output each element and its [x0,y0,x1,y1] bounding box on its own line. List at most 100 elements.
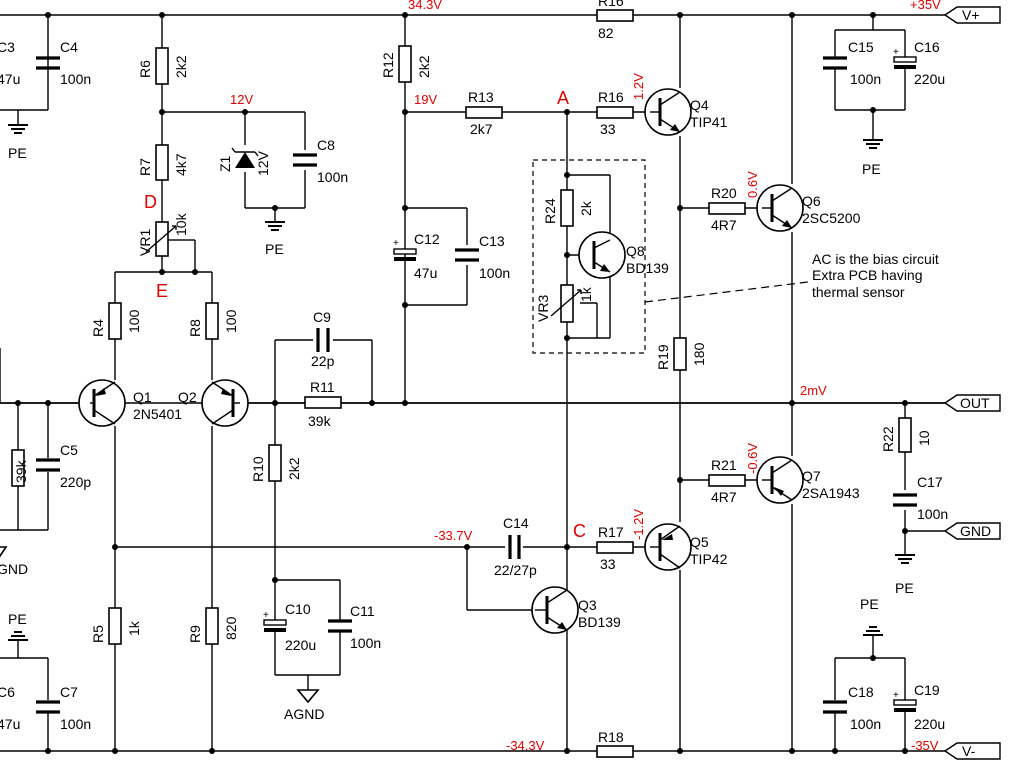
ground-pe-c18: PE [860,596,883,636]
q2-ref: Q2 [178,389,197,405]
c4-ref: C4 [60,39,78,55]
c5-value: 220p [60,474,91,490]
r16-ref: R16 [598,89,624,105]
resistor-r4: R4 100 [90,302,142,340]
z1-value: 12V [255,150,271,176]
r13-ref: R13 [468,89,494,105]
r5-value: 1k [126,620,142,636]
resistor-r20: R20 4R7 [708,185,746,233]
ground-pe-c15: PE [862,139,883,177]
q4-value: TIP41 [690,114,728,130]
c14-ref: C14 [503,515,529,531]
zener-z1: Z1 12V [217,147,271,176]
potentiometer-vr1: VR1 10k [137,212,189,257]
r4-ref: R4 [90,319,106,337]
c18-value: 100n [850,716,881,732]
pe-label-3: PE [862,161,881,177]
c15-ref: C15 [848,39,874,55]
voltage-neg-node: -33.7V [434,528,473,543]
resistor-r11: R11 39k [304,379,342,429]
port-gnd: GND [943,522,1001,540]
r24-value: 2k [578,200,594,216]
r7-ref: R7 [137,158,153,176]
c8-value: 100n [317,169,348,185]
node-a-label: A [557,88,569,108]
transistor-q6: Q6 2SC5200 [756,184,861,232]
voltage-plus35: +35V [910,0,941,12]
r16-top-value: 82 [598,25,614,41]
r22-value: 10 [916,430,932,446]
resistor-r22: R22 10 [880,417,932,453]
r9-ref: R9 [187,625,203,643]
c18-ref: C18 [848,684,874,700]
vminus-label: V- [962,743,976,759]
capacitor-c4: C4 100n [36,39,91,87]
q6-ref: Q6 [802,193,821,209]
ground-gnd-cut: GND [0,546,28,577]
voltage-minus35: -35V [911,738,939,753]
voltage-q5-base: -1.2V [631,509,646,540]
r18-ref: R18 [598,729,624,745]
capacitor-c13: C13 100n [455,233,510,281]
capacitor-c11: C11 100n [328,603,381,651]
q6-value: 2SC5200 [802,210,861,226]
resistor-r19: R19 180 [655,337,707,371]
q7-value: 2SA1943 [802,485,860,501]
agnd-label: AGND [284,706,324,722]
r20-ref: R20 [711,185,737,201]
transistor-q7: Q7 2SA1943 [756,456,860,504]
port-vplus: V+ [943,6,1001,24]
q1-value: 2N5401 [133,406,182,422]
node-c-label: C [573,521,586,541]
svg-text:+: + [393,238,399,249]
voltage-top-rail: 34.3V [408,0,442,12]
note-line-3: thermal sensor [812,284,905,300]
c15-value: 100n [850,71,881,87]
r5-ref: R5 [90,625,106,643]
c16-ref: C16 [914,39,940,55]
transistor-q2: Q2 [178,379,249,427]
r22-ref: R22 [880,426,896,452]
transistor-q3: Q3 BD139 [531,586,621,634]
r4-value: 100 [126,309,142,333]
gnd-port-label: GND [960,523,991,539]
resistor-r6: R6 2k2 [137,47,189,85]
r12-ref: R12 [380,52,396,78]
r9-value: 820 [223,616,239,640]
r6-ref: R6 [137,60,153,78]
r16-value: 33 [600,121,616,137]
c5-ref: C5 [60,442,78,458]
c19-ref: C19 [914,682,940,698]
wires [0,14,945,752]
q5-value: TIP42 [690,551,728,567]
c10-ref: C10 [285,601,311,617]
resistor-r21: R21 4R7 [708,457,746,505]
voltage-12v: 12V [230,92,253,107]
voltage-q6-base: 0.6V [745,171,760,198]
bias-circuit-box [532,159,646,354]
vr3-value: 1k [578,286,594,302]
ground-pe-z1: PE [265,221,285,257]
c11-ref: C11 [350,603,375,619]
resistor-r16-top: R16 82 [596,0,634,41]
c8-ref: C8 [317,137,335,153]
note-line-2: Extra PCB having [812,267,923,283]
resistor-r8: R8 100 [187,302,239,340]
capacitor-c8: C8 100n [293,137,348,185]
svg-text:+: + [263,610,269,621]
out-label: OUT [960,395,990,411]
electrolytic-c12: + C12 47u [393,231,440,281]
capacitor-c9: C9 22p [311,309,335,369]
note-line-1: AC is the bias circuit [812,251,939,267]
r16-top-ref: R16 [598,0,624,9]
r11-value: 39k [308,413,332,429]
c3-ref: C3 [0,39,15,55]
resistor-r18: R18 [596,729,634,758]
electrolytic-c19: + C19 220u [893,682,945,732]
capacitor-c7: C7 100n [36,684,91,732]
capacitor-c14: C14 22/27p [494,515,537,578]
pe-label-1: PE [8,145,27,161]
resistor-r13: R13 2k7 [465,89,503,137]
port-vminus: V- [943,742,1001,760]
resistor-r24: R24 2k [542,189,594,227]
